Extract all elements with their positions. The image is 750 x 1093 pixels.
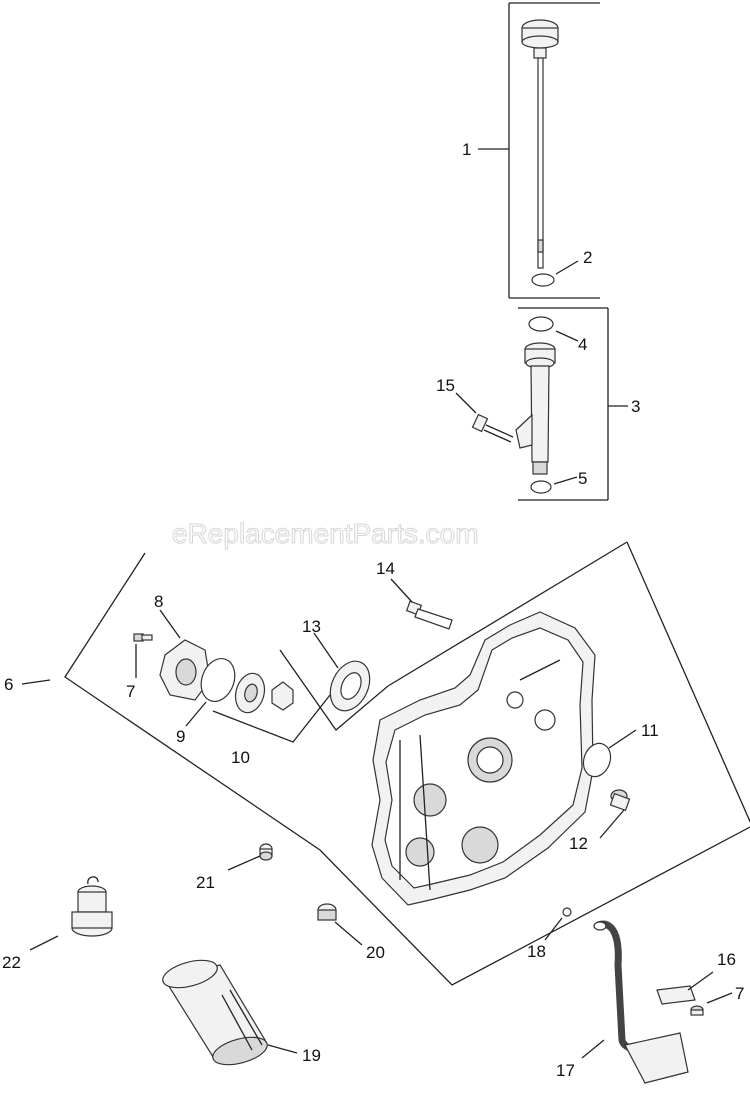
oil-fill-cap-part (71, 876, 113, 937)
leader-13 (313, 632, 339, 669)
callout-10: 10 (231, 748, 250, 767)
leader-9 (185, 701, 207, 727)
leader-14 (390, 578, 413, 603)
bracket-tube (518, 307, 609, 501)
watermark: eReplacementParts.com (172, 518, 479, 549)
leader-17 (581, 1039, 605, 1059)
leader-16 (687, 971, 714, 991)
callout-3: 3 (631, 397, 640, 416)
callout-4: 4 (578, 335, 587, 354)
callout-22: 22 (2, 953, 21, 972)
o-ring-9-part (200, 658, 236, 702)
leader-6 (21, 679, 51, 685)
callout-14: 14 (376, 559, 395, 578)
bracket-bearing (212, 694, 331, 743)
callout-12: 12 (569, 834, 588, 853)
leader-8 (159, 609, 181, 639)
leader-11 (608, 729, 637, 749)
callout-9: 9 (176, 727, 185, 746)
leader-20 (334, 921, 363, 946)
callout-6: 6 (4, 675, 13, 694)
callout-1: 1 (462, 140, 471, 159)
oil-seal-part (329, 660, 371, 712)
leader-2 (555, 260, 579, 275)
callout-2: 2 (583, 248, 592, 267)
closure-plate-part (371, 611, 596, 906)
fitting-12-part (609, 789, 631, 812)
callout-19: 19 (302, 1046, 321, 1065)
leader-19 (267, 1044, 298, 1054)
callout-16: 16 (717, 950, 736, 969)
leader-15 (455, 392, 477, 414)
callout-21: 21 (196, 873, 215, 892)
callout-8: 8 (154, 592, 163, 611)
o-ring-2-part (531, 273, 555, 287)
callout-13: 13 (302, 617, 321, 636)
bracket-dipstick (508, 2, 600, 299)
screw-7a-part (133, 633, 153, 642)
o-ring-4-part (528, 316, 554, 332)
ball-18-part (562, 907, 572, 917)
bracket-16-part (656, 985, 696, 1005)
bolt-15-part (471, 413, 514, 443)
callout-7a: 7 (126, 682, 135, 701)
cover-plate-part (159, 639, 211, 701)
callout-5: 5 (578, 469, 587, 488)
callout-11: 11 (641, 721, 659, 740)
bolt-14-part (405, 600, 453, 630)
o-ring-5-part (530, 480, 552, 494)
leader-5 (553, 476, 578, 485)
dipstick-tube-part (515, 342, 556, 475)
bracket-seal (279, 649, 389, 731)
screw-7b-part (690, 1005, 704, 1016)
o-ring-11-part (582, 742, 612, 778)
leader-18 (544, 917, 563, 941)
leader-4 (555, 330, 579, 342)
leader-7b (706, 992, 733, 1004)
plug-21-part (259, 843, 273, 861)
pickup-tube-part (593, 920, 689, 1084)
oil-filter-part (162, 959, 268, 1066)
callout-17: 17 (556, 1061, 575, 1080)
leader-21 (227, 855, 261, 871)
callout-18: 18 (527, 942, 546, 961)
callout-20: 20 (366, 943, 385, 962)
callout-15: 15 (436, 376, 455, 395)
callout-7b: 7 (735, 984, 744, 1003)
bearing-part (234, 672, 294, 714)
leader-12 (599, 809, 625, 839)
leader-22 (29, 935, 59, 951)
plug-20-part (317, 903, 337, 921)
dipstick-part (521, 19, 559, 269)
